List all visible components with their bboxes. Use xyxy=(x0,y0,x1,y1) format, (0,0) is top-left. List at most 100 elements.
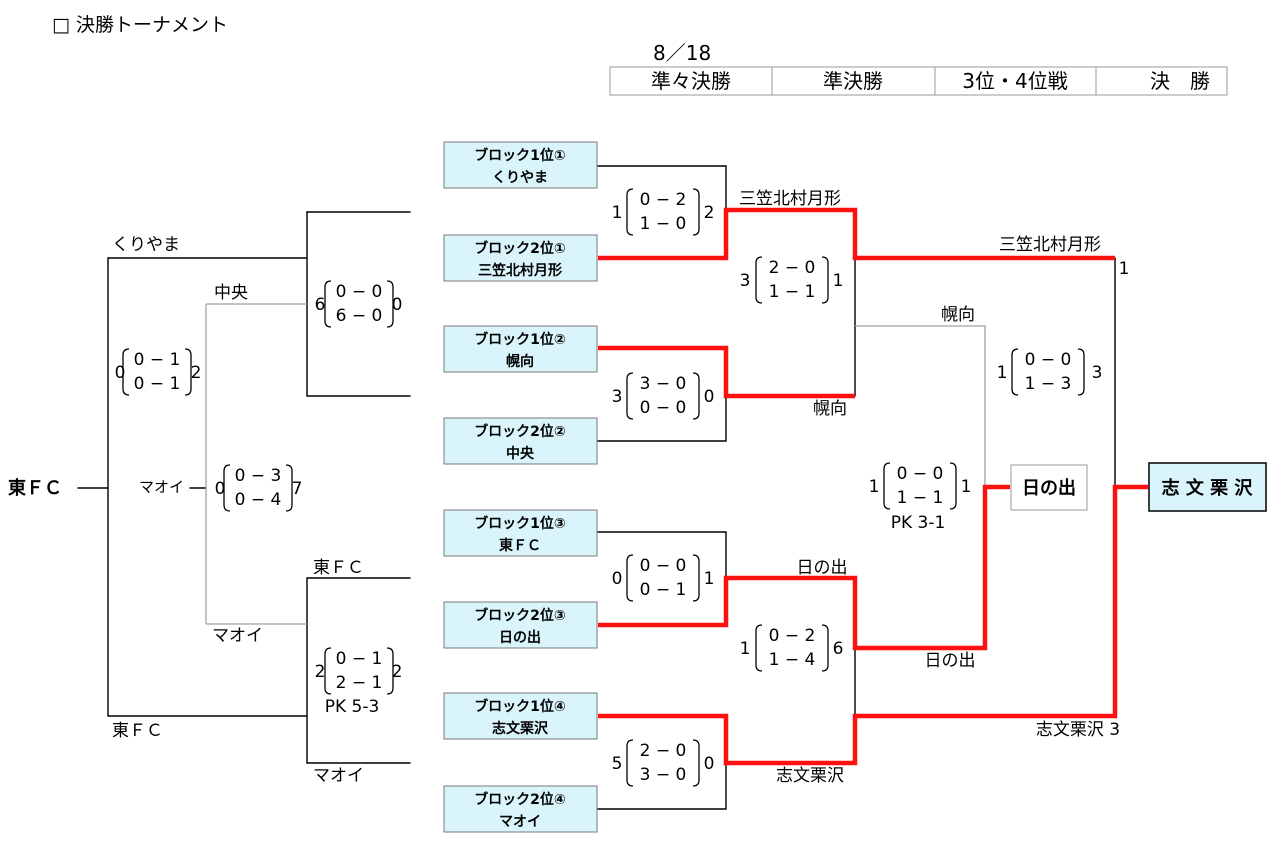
team-seed: ブロック2位③ xyxy=(474,607,566,624)
team-name: 日の出 xyxy=(499,629,541,646)
score-bracket-right xyxy=(386,280,394,328)
team-seed: ブロック1位① xyxy=(474,147,566,164)
score-bracket-left xyxy=(626,739,634,787)
score-half-1: 0 − 2 xyxy=(640,190,687,210)
team-box-6: ブロック2位③ 日の出 xyxy=(443,601,598,649)
sf1-score: 3 2 − 0 1 − 1 1 xyxy=(740,256,844,304)
final-top-team: 三笠北村月形 xyxy=(999,235,1101,255)
score-right: 1 xyxy=(833,271,844,291)
score-half-2: 1 − 1 xyxy=(769,282,816,302)
score-left: 0 xyxy=(115,363,126,383)
score-half-1: 2 − 0 xyxy=(640,741,687,761)
score-bracket-right xyxy=(285,464,293,512)
score-bracket-right xyxy=(692,554,700,602)
score-half-2: 1 − 3 xyxy=(1025,374,1072,394)
score-bracket-right xyxy=(692,188,700,236)
round-header-final: 決 勝 xyxy=(1150,69,1210,93)
score-half-1: 0 − 0 xyxy=(640,556,687,576)
team-name: 幌向 xyxy=(506,353,534,370)
score-bracket-left xyxy=(755,256,763,304)
score-half-2: 6 − 0 xyxy=(336,306,383,326)
third-place-pk: PK 3-1 xyxy=(891,513,946,533)
qf3-score: 0 0 − 0 0 − 1 1 xyxy=(612,554,715,602)
final-top-score: 1 xyxy=(1119,259,1130,279)
team-seed: ブロック1位② xyxy=(474,331,566,348)
score-bracket-left xyxy=(324,280,332,328)
team-name: マオイ xyxy=(499,814,541,830)
qf4-winner-label: 志文栗沢 xyxy=(776,766,844,786)
score-left: 6 xyxy=(315,295,326,315)
score-half-2: 3 − 0 xyxy=(640,765,687,785)
score-left: 2 xyxy=(315,662,326,682)
score-bracket-left xyxy=(324,647,332,695)
consolation-qf-bottom-pk: PK 5-3 xyxy=(325,697,380,717)
score-half-1: 0 − 0 xyxy=(1025,350,1072,370)
round-header-quarterfinal: 準々決勝 xyxy=(651,69,731,93)
score-left: 1 xyxy=(869,477,880,497)
score-right: 0 xyxy=(704,754,715,774)
champion-name: 志 文 栗 沢 xyxy=(1162,477,1254,499)
score-half-1: 0 − 1 xyxy=(336,649,383,669)
round-header-third-place: 3位・4位戦 xyxy=(962,69,1067,93)
final-bottom-team: 志文栗沢 3 xyxy=(1036,720,1120,740)
sf1-loser-label: 幌向 xyxy=(941,305,975,325)
score-half-2: 0 − 0 xyxy=(640,398,687,418)
team-seed: ブロック1位④ xyxy=(474,698,566,715)
score-bracket-left xyxy=(883,462,891,510)
third-place-winner: 日の出 xyxy=(1022,477,1076,499)
score-left: 5 xyxy=(612,754,623,774)
score-bracket-right xyxy=(1077,348,1085,396)
consolation-qf-bottom-score: 2 0 − 1 2 − 1 2 xyxy=(315,647,403,695)
score-left: 1 xyxy=(740,639,751,659)
score-half-2: 0 − 1 xyxy=(134,374,181,394)
consolation-lines xyxy=(77,211,411,764)
sf2-score: 1 0 − 2 1 − 4 6 xyxy=(740,624,844,672)
score-bracket-left xyxy=(626,372,634,420)
team-box-4: ブロック2位② 中央 xyxy=(443,417,598,465)
consolation-mid-top-team: 中央 xyxy=(214,283,248,303)
score-half-1: 2 − 0 xyxy=(769,258,816,278)
qf1-winner-label: 三笠北村月形 xyxy=(739,189,841,209)
consolation-sf-score: 0 0 − 1 0 − 1 2 xyxy=(115,348,201,396)
score-right: 7 xyxy=(292,479,303,499)
score-right: 2 xyxy=(392,662,403,682)
qf2-score: 3 3 − 0 0 − 0 0 xyxy=(612,372,715,420)
score-half-2: 0 − 4 xyxy=(235,490,282,510)
third-upper-score: 1 0 − 0 1 − 3 3 xyxy=(997,348,1103,396)
score-half-2: 2 − 1 xyxy=(336,673,383,693)
consolation-sf-top-team: くりやま xyxy=(112,235,180,255)
consolation-qf-bottom-bottom-team: マオイ xyxy=(313,766,364,786)
score-right: 3 xyxy=(1092,363,1103,383)
date-label: 8／18 xyxy=(653,41,711,65)
team-seed: ブロック2位④ xyxy=(474,791,566,808)
round-header-semifinal: 準決勝 xyxy=(823,69,883,93)
team-seed: ブロック2位① xyxy=(474,240,566,257)
score-right: 1 xyxy=(961,477,972,497)
score-left: 0 xyxy=(612,569,623,589)
page-title: □ 決勝トーナメント xyxy=(52,14,228,36)
score-half-1: 0 − 0 xyxy=(897,464,944,484)
third-place-winner-box: 日の出 xyxy=(1010,464,1088,511)
score-right: 0 xyxy=(704,387,715,407)
score-bracket-right xyxy=(184,348,192,396)
score-bracket-right xyxy=(821,624,829,672)
score-right: 1 xyxy=(704,569,715,589)
score-bracket-right xyxy=(692,739,700,787)
consolation-mid-bottom-team: マオイ xyxy=(212,626,263,646)
team-seed: ブロック1位③ xyxy=(474,515,566,532)
score-bracket-left xyxy=(755,624,763,672)
sf2-loser-label: 日の出 xyxy=(925,651,976,671)
score-half-1: 0 − 2 xyxy=(769,626,816,646)
score-bracket-left xyxy=(122,348,130,396)
score-right: 2 xyxy=(704,203,715,223)
team-box-7: ブロック1位④ 志文栗沢 xyxy=(443,692,598,740)
team-name: 東ＦＣ xyxy=(499,537,541,554)
team-name: 中央 xyxy=(506,445,535,462)
winner-paths xyxy=(598,207,1148,766)
consolation-qf-top-score: 6 0 − 0 6 − 0 0 xyxy=(315,280,402,328)
score-half-2: 1 − 0 xyxy=(640,214,687,234)
team-seed: ブロック2位② xyxy=(474,423,566,440)
score-bracket-right xyxy=(386,647,394,695)
team-box-1: ブロック1位① くりやま xyxy=(443,141,598,189)
score-right: 6 xyxy=(833,639,844,659)
